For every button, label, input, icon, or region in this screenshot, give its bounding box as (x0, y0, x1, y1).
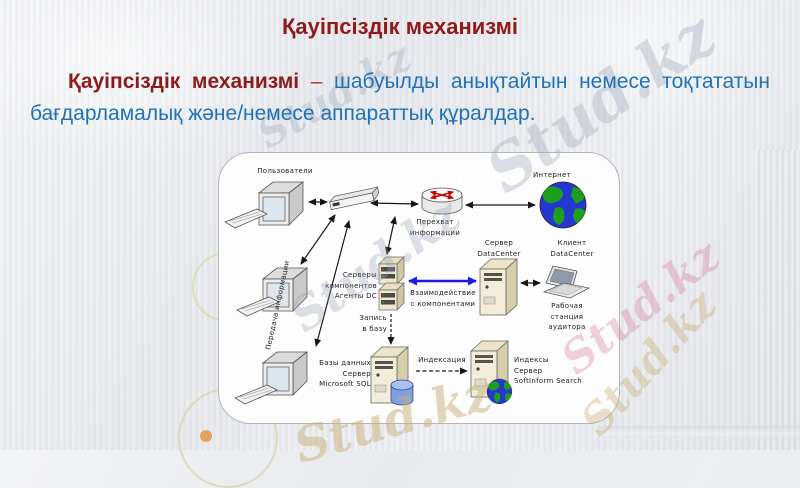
label-indexing: Индексация (418, 356, 466, 364)
term-text: Қауіпсіздік механизмі (68, 70, 300, 93)
datacenter-server-icon (479, 258, 518, 316)
database-cylinder-icon (390, 379, 414, 406)
label-users: Пользователи (257, 167, 313, 175)
network-hub-icon (328, 186, 381, 211)
slide-title: Қауіпсіздік механизмі (281, 14, 519, 39)
user-computer-icon (258, 181, 304, 226)
label-index-server: Индексы Сервер SoftInform Search (514, 356, 583, 385)
label-server-datacenter: Сервер DataCenter (477, 239, 521, 258)
router-icon (422, 188, 462, 214)
internet-globe-icon (540, 182, 586, 228)
right-edge-stripes (754, 150, 800, 450)
label-internet: Интернет (532, 171, 571, 179)
label-client-datacenter: Клиент DataCenter (550, 239, 594, 258)
label-write-db: Запись в базу (359, 314, 387, 333)
datacenter-client-laptop-icon (543, 265, 590, 299)
diagram-panel: Пользователи Интернет Перехват информаци… (218, 152, 620, 424)
component-rack-server-icon (379, 257, 404, 310)
label-intercept: Перехват информации (409, 218, 461, 237)
label-sql-server: Базы данных Сервер Microsoft SQL (319, 359, 371, 388)
search-server-globe-icon (487, 379, 512, 404)
label-interaction: Взаимодействие с компонентами (410, 289, 476, 308)
bottom-right-band (598, 426, 800, 438)
studkz-logo-accent (200, 430, 212, 442)
dash: – (310, 70, 323, 93)
label-auditor-workstation: Рабочая станция аудитора (548, 302, 586, 331)
label-components: Серверы компонентов Агенты DC (325, 271, 377, 300)
slide-body-paragraph: Қауіпсіздік механизмі – шабуылды анықтай… (0, 66, 800, 129)
